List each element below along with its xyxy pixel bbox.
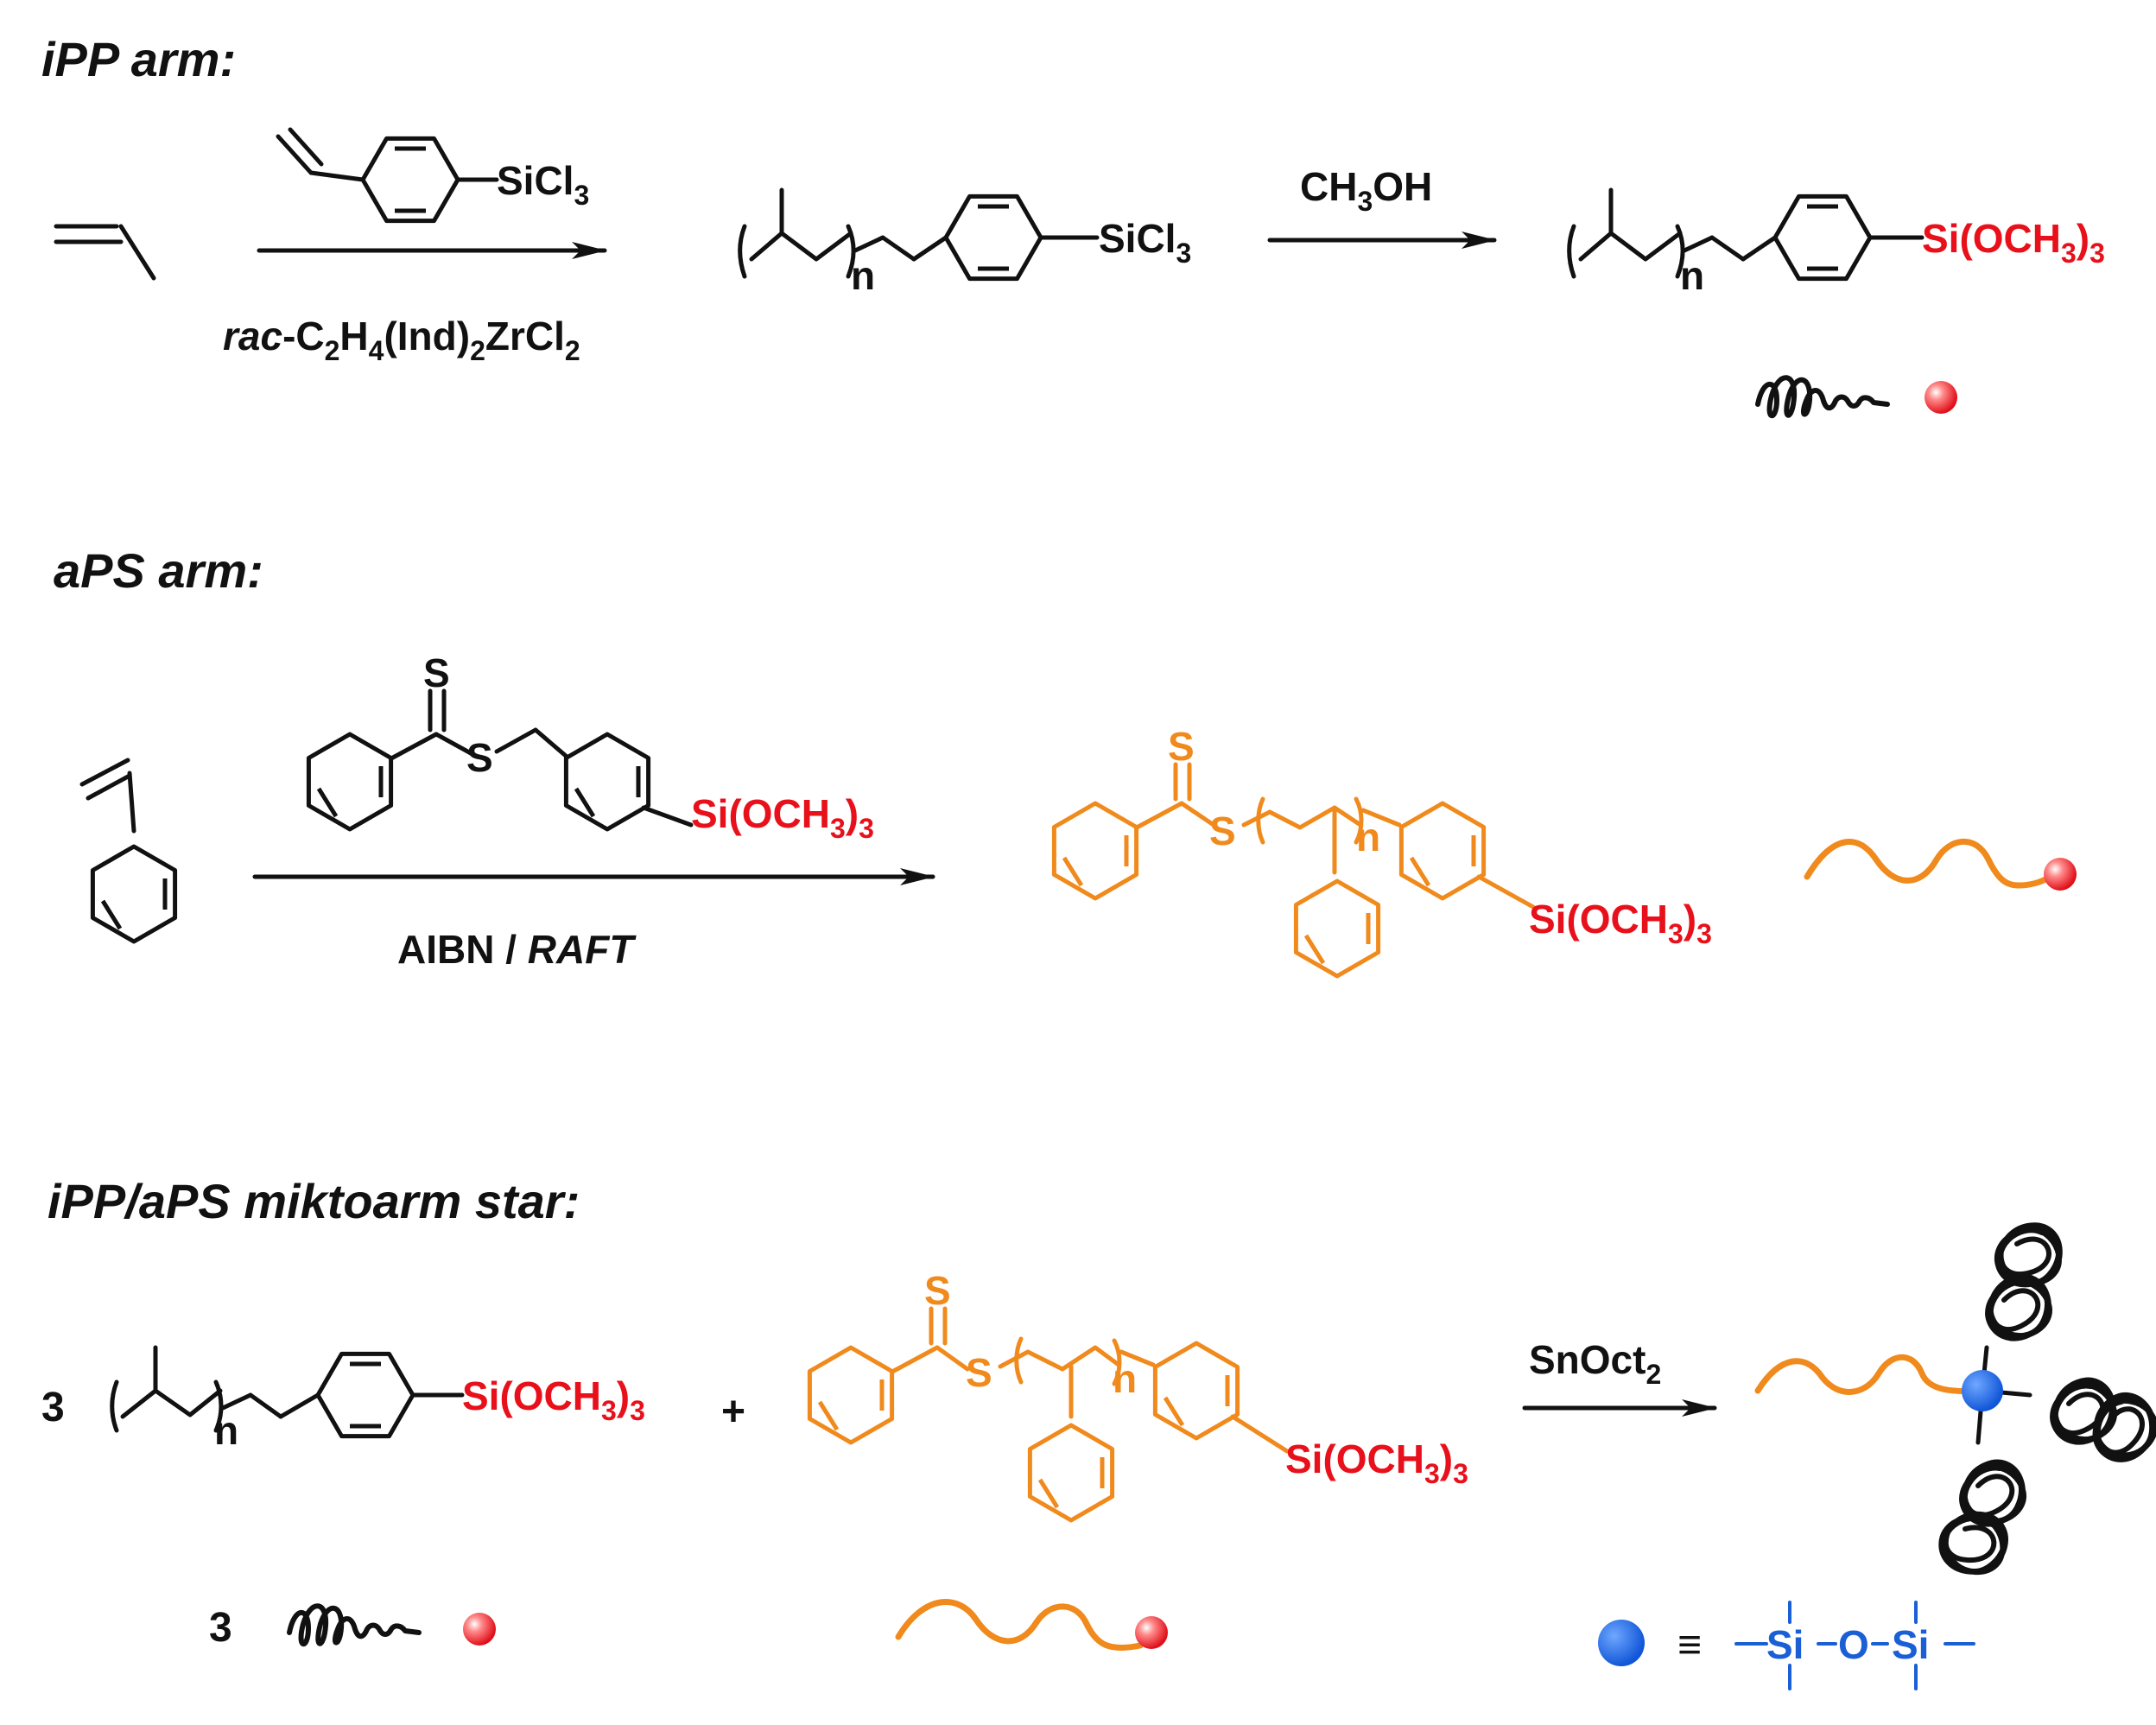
aps-arm-product [1054,762,1536,976]
star-ipp-si-och3: Si(OCH3)3 [462,1373,645,1426]
raft-si-och3: Si(OCH3)3 [691,791,874,844]
catalyst-label: rac-C2H4(Ind)2ZrCl2 [223,314,580,366]
aps-arm-heading: aPS arm: [54,543,263,598]
star-aps-thioester-s: S [966,1350,992,1395]
intermediate-n: n [851,253,875,298]
legend-si-2: Si [1892,1622,1929,1667]
propylene-monomer [54,224,156,281]
legend-si-1: Si [1766,1622,1804,1667]
ipp-arm-heading: iPP arm: [41,32,236,86]
aps-product-thione-s: S [1168,724,1195,769]
aps-product-thioester-s: S [1209,809,1236,853]
miktoarm-star-heading: iPP/aPS miktoarm star: [48,1174,580,1228]
plus-sign: + [721,1389,745,1435]
raft-agent [308,688,694,829]
snoct2-catalyst: SnOct2 [1529,1337,1661,1390]
legend-equivalence: ≡ [1677,1622,1702,1668]
product-n: n [1680,253,1704,298]
reagent-sicl3: SiCl3 [497,158,589,211]
raft-thioester-s: S [466,735,493,780]
methanol-reagent: CH3OH [1300,164,1432,217]
ipp-arm-icon [1758,377,1957,415]
star-aps-reactant [809,1306,1290,1520]
legend-ipp-coefficient: 3 [209,1605,232,1651]
product-si-och3: Si(OCH3)3 [1922,216,2105,269]
star-aps-thione-s: S [924,1268,951,1313]
raft-thione-s: S [423,650,450,695]
star-ipp-reactant [110,1345,465,1436]
styrene-monomer [79,758,175,942]
aps-product-si-och3: Si(OCH3)3 [1529,897,1712,949]
vinylphenyl-trichlorosilane-reagent [276,127,499,221]
legend-ipp-arm-icon [289,1606,496,1646]
miktoarm-star-product [1754,1217,2156,1585]
legend-siloxane-linkage [1734,1601,1975,1690]
intermediate-sicl3: SiCl3 [1099,216,1191,269]
raft-conditions: AIBN / RAFT [397,927,637,972]
ipp-arm-product [1567,187,1925,279]
ipp-coefficient: 3 [41,1385,65,1430]
star-aps-si-och3: Si(OCH3)3 [1285,1436,1468,1489]
legend-aps-arm-icon [895,1599,1168,1652]
ipp-sicl3-intermediate [738,187,1100,279]
legend-o: O [1838,1622,1869,1667]
legend-siloxane-core [1598,1620,1645,1666]
star-aps-n: n [1113,1356,1137,1401]
star-ipp-n: n [214,1408,238,1453]
aps-product-n: n [1356,815,1380,859]
aps-arm-icon [1807,841,2077,891]
